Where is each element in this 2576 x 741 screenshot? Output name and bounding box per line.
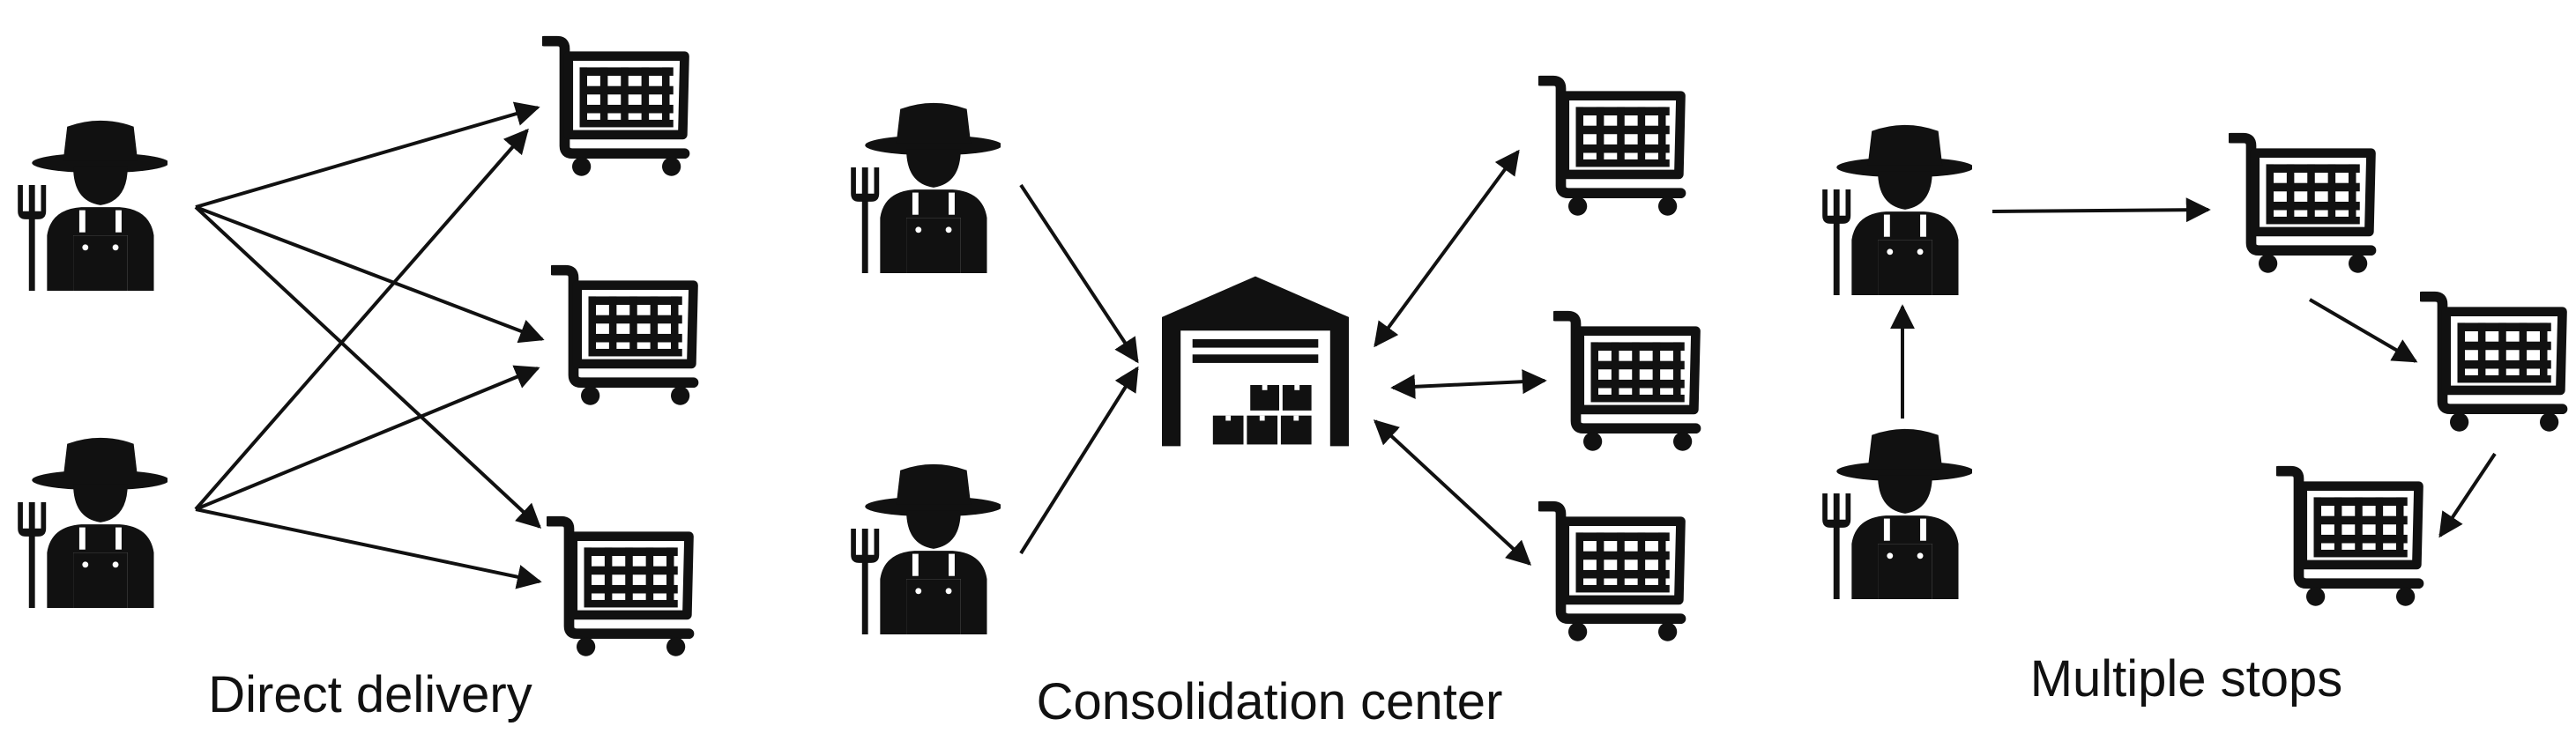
multiple-stops-arrows xyxy=(1890,197,2497,538)
farmer-icon xyxy=(18,120,168,291)
arrow xyxy=(194,205,542,529)
farmer-icon xyxy=(1822,428,1972,599)
shopping-cart-icon xyxy=(1540,507,1680,641)
panel-direct-delivery xyxy=(18,41,693,656)
direct-arrows xyxy=(194,101,545,589)
double-arrow xyxy=(1374,149,1520,348)
arrow xyxy=(2308,298,2418,363)
shopping-cart-icon xyxy=(1540,81,1680,216)
arrow xyxy=(1019,366,1139,555)
arrow xyxy=(195,508,542,589)
arrow xyxy=(195,205,545,344)
shopping-cart-icon xyxy=(548,522,689,656)
farmer-icon xyxy=(1822,124,1972,295)
arrow xyxy=(195,101,540,209)
arrow xyxy=(1992,197,2211,223)
shopping-cart-icon xyxy=(1555,316,1695,451)
arrow xyxy=(194,128,529,511)
caption-direct-delivery: Direct delivery xyxy=(208,666,532,723)
double-arrow xyxy=(1373,419,1532,566)
consolidation-arrows xyxy=(1019,149,1547,566)
farmer-icon xyxy=(18,437,168,608)
farmer-icon xyxy=(851,102,1001,273)
shopping-cart-icon xyxy=(2278,471,2418,606)
shopping-cart-icon xyxy=(2422,297,2562,432)
warehouse-icon xyxy=(1162,276,1349,447)
caption-consolidation-center: Consolidation center xyxy=(1036,673,1503,730)
shopping-cart-icon xyxy=(544,41,684,176)
arrow xyxy=(195,365,540,511)
arrow xyxy=(2438,452,2497,538)
double-arrow xyxy=(1390,369,1547,399)
arrow xyxy=(1019,183,1139,364)
panel-multiple-stops xyxy=(1822,124,2562,606)
shopping-cart-icon xyxy=(553,270,693,405)
panel-consolidation-center xyxy=(851,81,1695,641)
caption-multiple-stops: Multiple stops xyxy=(2029,650,2343,708)
farmer-icon xyxy=(851,463,1001,634)
shopping-cart-icon xyxy=(2230,138,2371,273)
